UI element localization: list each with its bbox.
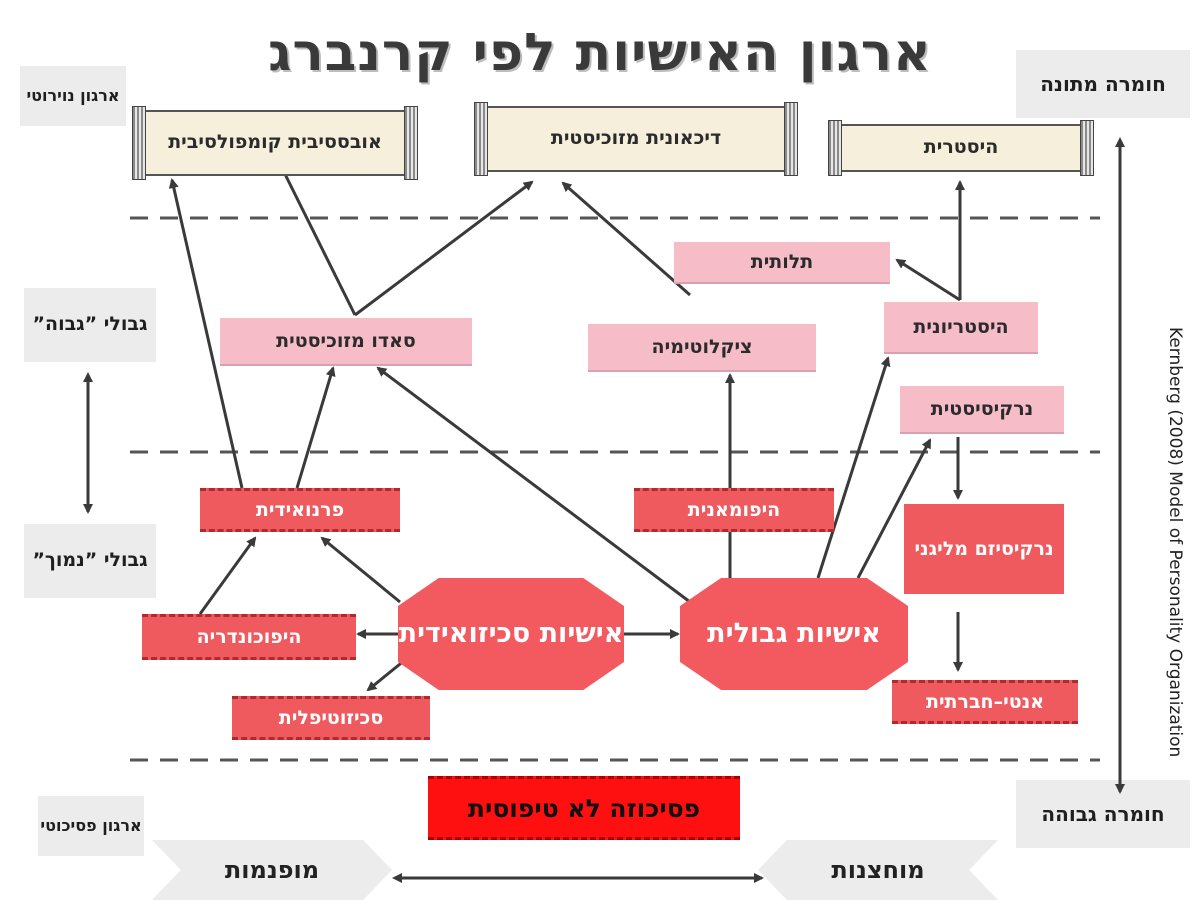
node-histrionic: היסטריונית (884, 302, 1038, 352)
node-schizotypal: סכיזוטיפלית (232, 696, 430, 740)
node-atypical-psychosis: פסיכוזה לא טיפוסית (428, 776, 740, 840)
node-dependent: תלותית (674, 242, 890, 282)
label-high-severity: חומרה גבוהה (1016, 780, 1190, 848)
node-depressive-masochistic: דיכאונית מזוכיסטית (474, 102, 798, 176)
label-externalizing: מוחצנות (758, 840, 998, 900)
label-psychotic: ארגון פסיכוטי (38, 796, 144, 856)
label-low-borderline: גבולי ”נמוך” (24, 524, 156, 598)
node-narcissistic: נרקיסיסטית (900, 386, 1064, 432)
label-internalizing: מופנמות (152, 840, 392, 900)
label-moderate-severity: חומרה מתונה (1016, 50, 1190, 118)
label-high-borderline: גבולי ”גבוה” (24, 288, 156, 362)
node-hysterical: היסטרית (828, 120, 1094, 176)
node-schizoid-personality: אישיות סכיזואידית (398, 578, 624, 690)
node-hypomanic: היפומאנית (634, 488, 834, 532)
node-hypochondria: היפוכונדריה (142, 614, 356, 660)
label-neurotic: ארגון נוירוטי (20, 66, 126, 126)
node-malignant-narcissism: נרקיסיזם מליגני (904, 504, 1064, 594)
node-obsessive-compulsive: אובססיבית קומפולסיבית (132, 106, 418, 180)
page-title: ארגון האישיות לפי קרנברג (268, 23, 932, 83)
node-paranoid: פרנואידית (200, 488, 400, 532)
node-sadomasochistic: סאדו מזוכיסטית (220, 318, 472, 364)
node-cyclothymic: ציקלוטימיה (588, 324, 816, 370)
node-antisocial: אנטי–חברתית (892, 680, 1078, 724)
node-borderline-personality: אישיות גבולית (680, 578, 908, 690)
